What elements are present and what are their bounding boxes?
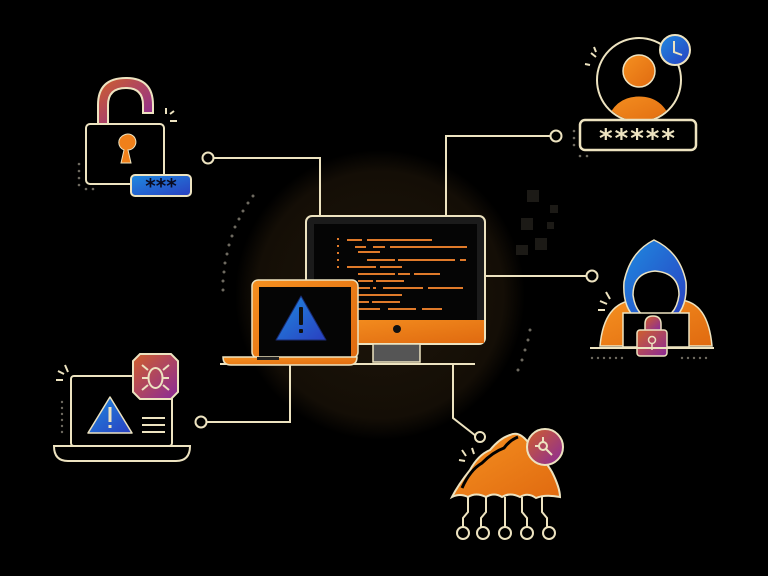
search-icon [535, 437, 553, 456]
monitor-power-dot [393, 325, 401, 333]
bug-badge [132, 353, 179, 400]
user-password-icon: ***** [572, 34, 698, 158]
password-mask-long: ***** [599, 124, 677, 154]
password-field-long [578, 118, 698, 152]
bug-icon [141, 364, 170, 391]
dotted-arcs [221, 194, 532, 372]
pixel-squares [516, 190, 558, 255]
unlocked-padlock-icon: *** [77, 76, 192, 198]
search-badge [526, 428, 564, 466]
infected-laptop-icon [52, 353, 192, 462]
password-field-short [130, 174, 192, 197]
center-laptop [222, 279, 359, 366]
code-lines [337, 238, 467, 310]
password-mask-short: *** [145, 174, 177, 198]
cloud-data-icon [449, 428, 564, 540]
hacker-icon [590, 239, 714, 360]
